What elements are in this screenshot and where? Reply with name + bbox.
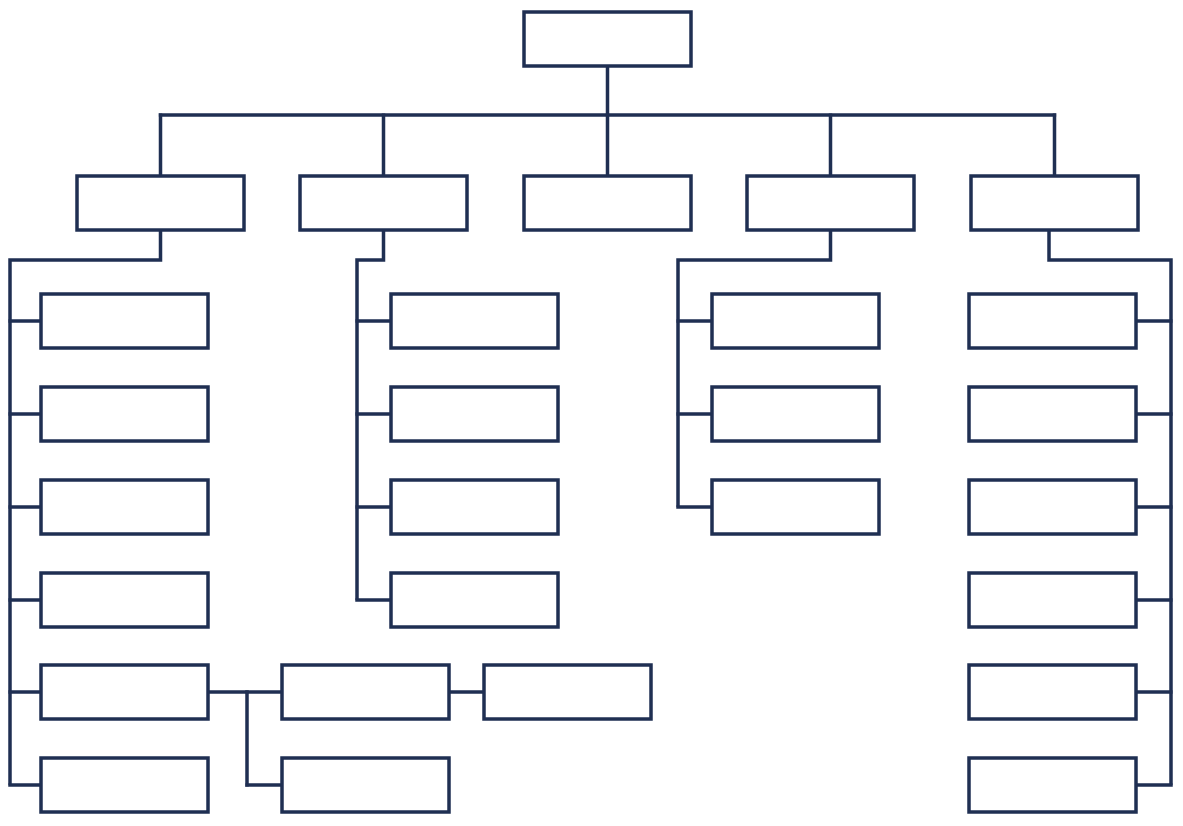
branch-5-spine: [1047, 230, 1173, 785]
branch-4-node-3-box: [710, 478, 881, 536]
branch-1-node-4: [39, 571, 210, 629]
branch-1-node-6: [39, 756, 210, 814]
branch-2-node-4-box: [389, 571, 560, 629]
branch-2-node-1: [389, 292, 560, 350]
branch-1-node-1: [39, 292, 210, 350]
branch-1-sub-sub-node-box: [482, 663, 653, 721]
branch-5-node-1-box: [967, 292, 1138, 350]
level1-node-3-box: [522, 174, 693, 232]
branch-1-node-6-box: [39, 756, 210, 814]
branch-4-node-2: [710, 385, 881, 443]
level1-node-4: [745, 174, 916, 232]
branch-1-node-1-box: [39, 292, 210, 350]
branch-4-node-1: [710, 292, 881, 350]
root-node: [522, 10, 693, 68]
branch-1-sub-node-2: [280, 756, 451, 814]
branch-1-node-4-box: [39, 571, 210, 629]
branch-2-node-4: [389, 571, 560, 629]
level1-node-5-box: [969, 174, 1140, 232]
branch-4-node-1-box: [710, 292, 881, 350]
level1-node-2-box: [298, 174, 469, 232]
level1-node-1: [75, 174, 246, 232]
branch-4-node-2-box: [710, 385, 881, 443]
level1-node-3: [522, 174, 693, 232]
branch-2-node-3-box: [389, 478, 560, 536]
branch-5-node-5-box: [967, 663, 1138, 721]
branch-5-node-3-box: [967, 478, 1138, 536]
branch-1-sub-sub-node: [482, 663, 653, 721]
branch-1-node-3: [39, 478, 210, 536]
level1-node-5: [969, 174, 1140, 232]
branch-5-node-2: [967, 385, 1138, 443]
branch-1-spine: [8, 230, 163, 785]
branch-5-node-4-box: [967, 571, 1138, 629]
branch-1-sub-node-1: [280, 663, 451, 721]
branch-1-node-3-box: [39, 478, 210, 536]
level1-node-4-box: [745, 174, 916, 232]
branch-2-node-2-box: [389, 385, 560, 443]
branch-5-node-4: [967, 571, 1138, 629]
branch-5-node-1: [967, 292, 1138, 350]
branch-1-node-2-box: [39, 385, 210, 443]
branch-5-node-3: [967, 478, 1138, 536]
branch-1-node-2: [39, 385, 210, 443]
branch-1-sub-node-2-box: [280, 756, 451, 814]
branch-1-node-5-box: [39, 663, 210, 721]
branch-4-spine: [676, 230, 833, 507]
branch-5-node-5: [967, 663, 1138, 721]
branch-1-node-5: [39, 663, 210, 721]
branch-5-node-2-box: [967, 385, 1138, 443]
root-node-box: [522, 10, 693, 68]
branch-2-node-3: [389, 478, 560, 536]
branch-2-spine: [355, 230, 386, 600]
branch-4-node-3: [710, 478, 881, 536]
level1-node-1-box: [75, 174, 246, 232]
branch-2-node-1-box: [389, 292, 560, 350]
branch-5-node-6-box: [967, 756, 1138, 814]
level1-node-2: [298, 174, 469, 232]
branch-2-node-2: [389, 385, 560, 443]
branch-5-node-6: [967, 756, 1138, 814]
branch-1-sub-node-1-box: [280, 663, 451, 721]
